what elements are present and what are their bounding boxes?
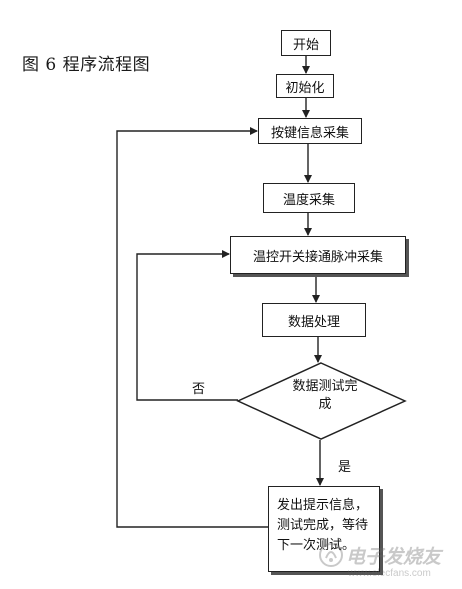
key-capture-node: 按键信息采集 [258, 118, 362, 144]
edge-label-yes: 是 [338, 460, 352, 475]
decision-label-line1: 数据测试完 [292, 379, 358, 394]
watermark: 电子发烧友 www.elecfans.com [318, 540, 458, 586]
edge-label-no: 否 [192, 382, 206, 397]
decision-label-line2: 成 [318, 397, 332, 412]
watermark-logo-icon [319, 543, 343, 567]
decision-diamond [236, 362, 407, 440]
data-process-node: 数据处理 [262, 303, 366, 337]
watermark-url: www.elecfans.com [348, 568, 431, 579]
decision-label: 数据测试完 成 [250, 378, 400, 414]
notify-node: 发出提示信息，测试完成，等待下一次测试。 [268, 486, 380, 572]
start-node: 开始 [281, 30, 331, 56]
edge-notify-loop-back [116, 127, 268, 528]
watermark-text: 电子发烧友 [346, 546, 442, 568]
init-node: 初始化 [276, 74, 334, 98]
pulse-capture-node: 温控开关接通脉冲采集 [230, 236, 406, 274]
temp-capture-node: 温度采集 [263, 183, 355, 213]
edge-decision-no-loop [136, 250, 238, 401]
figure-caption: 图 6 程序流程图 [22, 55, 151, 75]
